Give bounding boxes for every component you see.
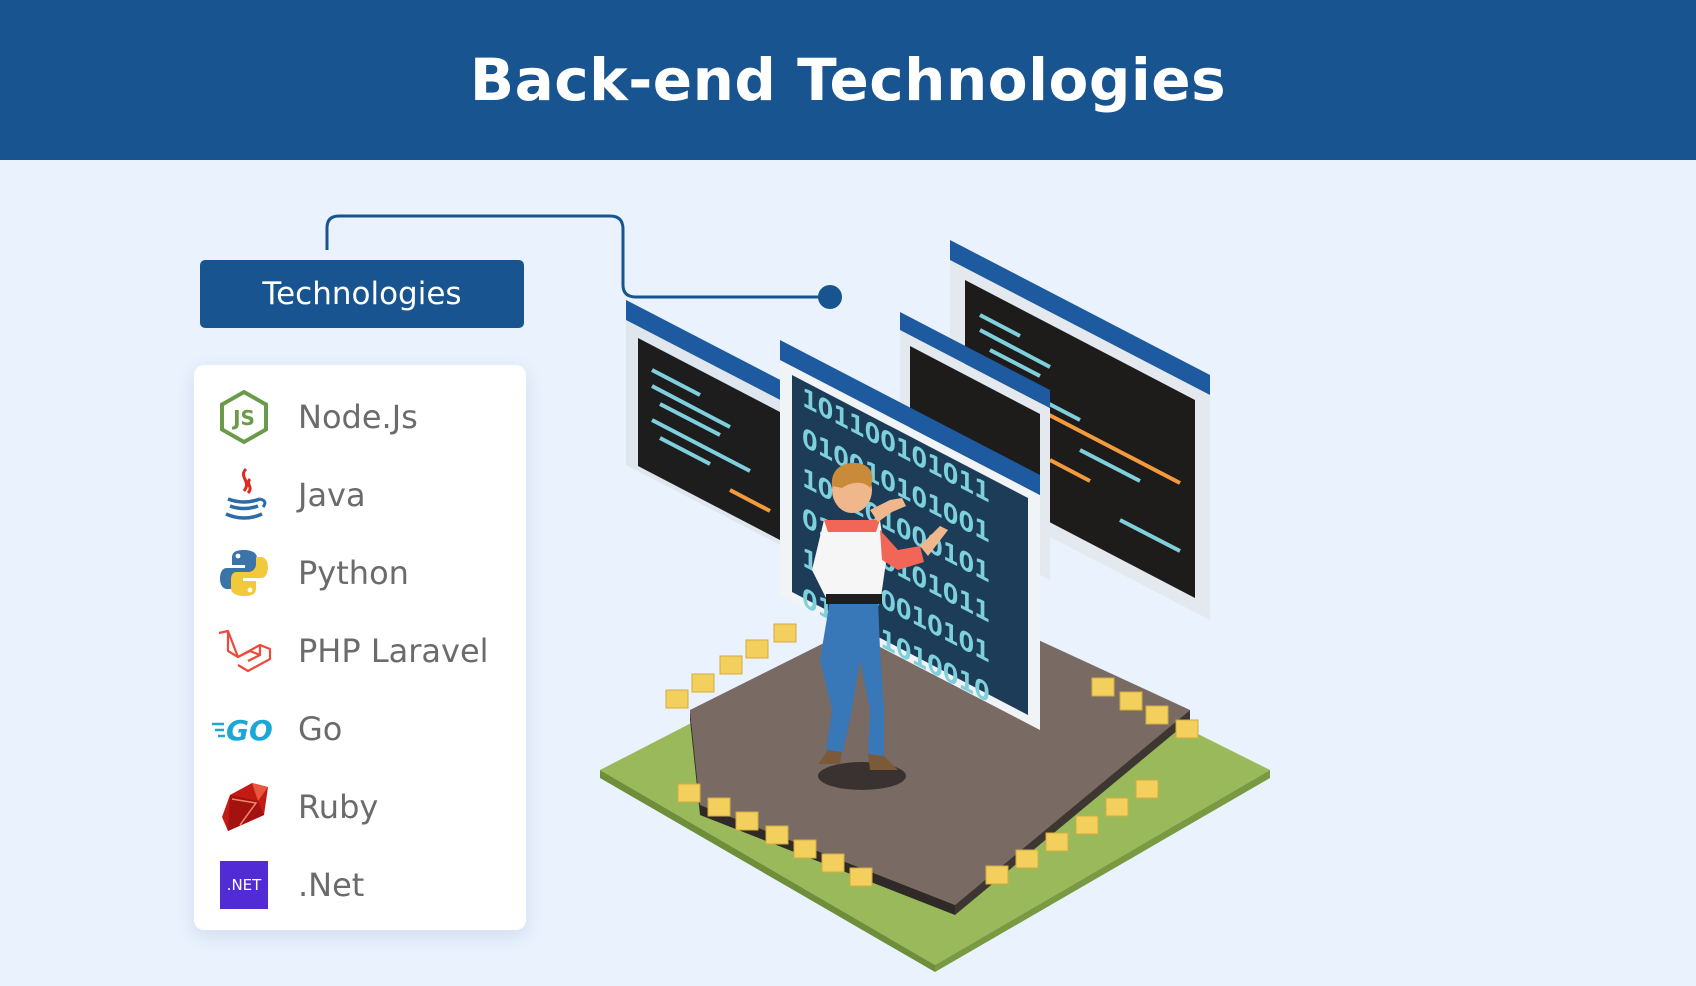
technology-label: .Net bbox=[298, 866, 365, 904]
svg-text:JS: JS bbox=[231, 406, 255, 430]
developer-illustration: 1O11OO1O1O11 O1OO1O1O1OO1 1OO1O1OOO1O1 O… bbox=[600, 240, 1270, 972]
list-item: GO Go bbox=[194, 694, 526, 764]
technology-label: Java bbox=[298, 476, 366, 514]
technology-label: PHP Laravel bbox=[298, 632, 489, 670]
chip-pins bbox=[665, 623, 1199, 887]
go-icon: GO bbox=[212, 701, 278, 757]
developer-figure bbox=[812, 462, 948, 790]
technologies-badge: Technologies bbox=[200, 260, 524, 328]
list-item: PHP Laravel bbox=[194, 616, 526, 686]
technology-list: JS Node.Js Java Python bbox=[194, 365, 526, 930]
list-item: Java bbox=[194, 460, 526, 530]
badge-label: Technologies bbox=[262, 276, 462, 312]
page-title: Back-end Technologies bbox=[469, 46, 1227, 114]
svg-text:GO: GO bbox=[226, 714, 273, 746]
code-screen-left bbox=[626, 300, 790, 550]
code-screen-right bbox=[950, 240, 1210, 620]
list-item: Ruby bbox=[194, 772, 526, 842]
nodejs-icon: JS bbox=[216, 389, 272, 445]
technology-label: Node.Js bbox=[298, 398, 418, 436]
python-icon bbox=[216, 545, 272, 601]
dotnet-icon: .NET bbox=[216, 857, 272, 913]
laravel-icon bbox=[216, 623, 272, 679]
java-icon bbox=[216, 467, 272, 523]
ruby-icon bbox=[216, 779, 272, 835]
list-item: JS Node.Js bbox=[194, 382, 526, 452]
list-item: Python bbox=[194, 538, 526, 608]
chip-body bbox=[690, 590, 1190, 905]
technology-label: Go bbox=[298, 710, 343, 748]
technology-label: Ruby bbox=[298, 788, 379, 826]
list-item: .NET .Net bbox=[194, 850, 526, 920]
technology-label: Python bbox=[298, 554, 409, 592]
header-banner: Back-end Technologies bbox=[0, 0, 1696, 160]
